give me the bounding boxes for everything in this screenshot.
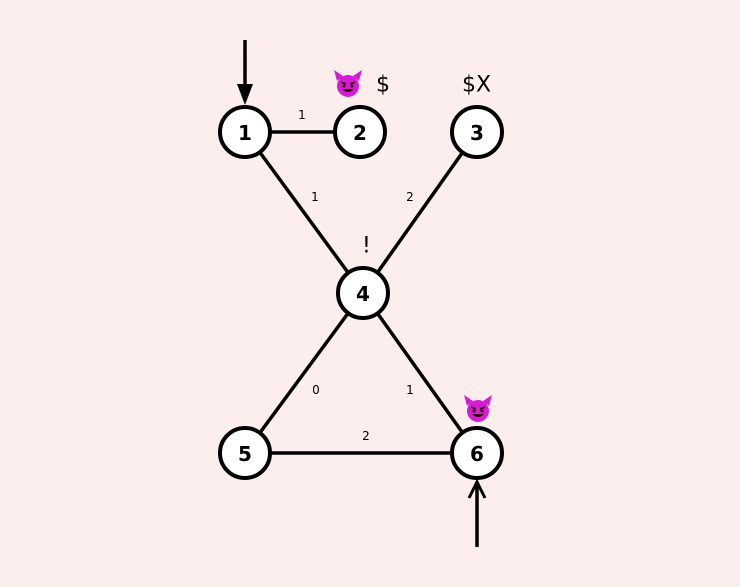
edge-4-5	[243, 291, 365, 455]
edge-1-4	[243, 130, 365, 295]
node-3[interactable]: 3	[450, 105, 504, 159]
node-annotation: $	[376, 73, 390, 98]
edge-3-4	[361, 130, 479, 295]
edge-weight: 1	[311, 190, 319, 204]
edge-weight: 2	[406, 190, 414, 204]
devil-icon	[334, 70, 362, 97]
node-label: 5	[238, 442, 252, 466]
edge-weight: 1	[298, 108, 306, 122]
node-6[interactable]: 6	[450, 426, 504, 480]
edge-4-6	[361, 291, 479, 455]
node-annotation: !	[362, 234, 371, 259]
edge-weight: 1	[406, 383, 414, 397]
node-label: 6	[470, 442, 484, 466]
node-1[interactable]: 1	[218, 105, 272, 159]
edge-weight: 0	[312, 383, 320, 397]
node-label: 1	[238, 121, 252, 145]
node-annotation: $X	[462, 73, 491, 98]
node-label: 2	[353, 121, 367, 145]
node-2[interactable]: 2	[333, 105, 387, 159]
devil-icon	[464, 395, 492, 422]
node-label: 3	[470, 121, 484, 145]
node-4[interactable]: 4	[336, 266, 390, 320]
arrow-head-icon	[237, 84, 253, 105]
node-5[interactable]: 5	[218, 426, 272, 480]
edge-weight: 2	[362, 429, 370, 443]
node-label: 4	[356, 282, 370, 306]
arrow-head-icon	[467, 478, 487, 499]
